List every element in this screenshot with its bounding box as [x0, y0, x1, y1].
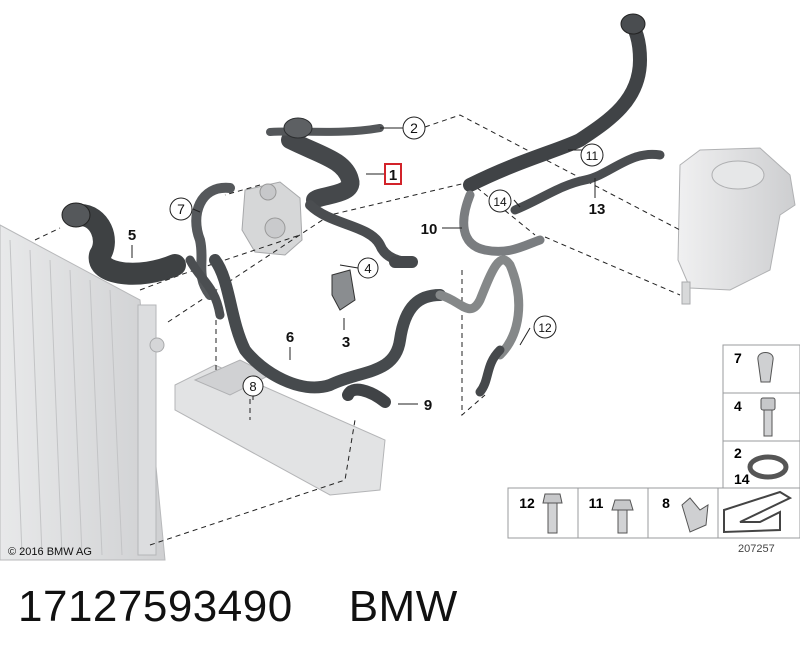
bracket-3 — [331, 269, 356, 311]
callout-2[interactable]: 2 — [402, 116, 426, 140]
legend-item-7[interactable]: 7 — [734, 350, 774, 383]
part-number: 17127593490 — [18, 582, 293, 631]
callout-12[interactable]: 12 — [533, 315, 557, 339]
legend-label-2: 2 — [734, 445, 742, 461]
brand-name: BMW — [348, 582, 458, 631]
hose-clamp-icon — [747, 454, 789, 480]
lower-tank — [174, 359, 386, 496]
callout-4[interactable]: 4 — [357, 257, 379, 279]
legend-label-11: 11 — [589, 495, 604, 511]
legend-item-arrow — [723, 490, 793, 534]
thermostat-housing — [241, 181, 303, 256]
callout-6-label[interactable]: 6 — [286, 329, 294, 346]
highlight-box — [384, 163, 402, 185]
callout-7[interactable]: 7 — [169, 197, 193, 221]
legend-item-4[interactable]: 4 — [734, 397, 776, 437]
parts-diagram: 2 4 7 8 11 12 14 1 3 — [0, 13, 800, 561]
legend-item-12[interactable]: 12 — [519, 493, 563, 534]
flange-bolt-icon — [542, 493, 563, 504]
callout-8[interactable]: 8 — [242, 375, 264, 397]
callout-11-label: 11 — [586, 149, 599, 163]
callout-4-label: 4 — [364, 261, 371, 276]
callout-9-label[interactable]: 9 — [424, 397, 432, 414]
legend-label-14: 14 — [734, 471, 750, 487]
callout-1-label: 1 — [389, 167, 397, 184]
hoses — [61, 13, 665, 408]
callout-1[interactable]: 1 — [384, 163, 402, 185]
callout-12-label: 12 — [538, 321, 552, 335]
callout-2-label: 2 — [410, 120, 418, 136]
callout-7-label: 7 — [177, 201, 185, 217]
expansion-tank — [677, 147, 796, 305]
diagram-number: 207257 — [738, 543, 775, 555]
clip-icon — [681, 497, 709, 533]
callout-14-label: 14 — [493, 195, 507, 209]
legend-item-11[interactable]: 11 — [589, 495, 634, 534]
callout-13-label[interactable]: 13 — [589, 201, 606, 218]
copyright-text: © 2016 BMW AG — [8, 546, 92, 558]
callout-leaders — [131, 127, 596, 405]
callout-14[interactable]: 14 — [488, 189, 512, 213]
footer: 17127593490 BMW — [18, 582, 458, 652]
legend-item-2-14[interactable]: 2 14 — [734, 445, 789, 487]
torx-bolt-icon — [611, 499, 634, 511]
callout-3-label[interactable]: 3 — [342, 334, 350, 351]
legend-label-12: 12 — [519, 495, 535, 511]
callout-5-label[interactable]: 5 — [128, 227, 136, 244]
legend-right-column: 7 4 2 14 — [722, 344, 800, 494]
legend-label-7: 7 — [734, 350, 742, 366]
legend-item-8[interactable]: 8 — [662, 495, 709, 533]
legend-label-4: 4 — [734, 398, 742, 414]
bolt-icon — [760, 397, 776, 411]
radiator — [0, 224, 166, 561]
legend-label-8: 8 — [662, 495, 670, 511]
callout-11[interactable]: 11 — [580, 143, 604, 167]
hose-clip-icon — [757, 352, 774, 383]
callout-10-label[interactable]: 10 — [421, 221, 438, 238]
callout-8-label: 8 — [249, 379, 256, 394]
legend-bottom-row: 12 11 8 — [507, 487, 800, 539]
arrow-icon — [723, 490, 793, 534]
callouts: 2 4 7 8 11 12 14 1 3 — [128, 116, 606, 414]
